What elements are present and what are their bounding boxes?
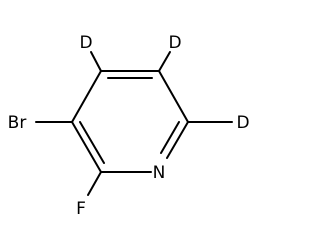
bond-c2-c3-inner [79, 121, 105, 164]
atom-label-bromine: Br [8, 113, 27, 133]
atom-label-deuterium-c4: D [79, 33, 92, 53]
atom-label-deuterium-c5: D [168, 33, 181, 53]
bond-c4-d [90, 51, 102, 72]
bond-c2-c3 [71, 121, 102, 173]
bond-c6-n [166, 121, 189, 159]
bond-c2-f [87, 171, 102, 196]
atom-label-fluorine: F [76, 199, 86, 219]
bond-c5-d [158, 51, 171, 72]
bond-layer [35, 51, 233, 196]
bond-c5-c6 [158, 70, 189, 123]
bond-c6-n-inner [160, 121, 180, 154]
atom-label-layer: D D Br D N F [8, 33, 250, 219]
atom-label-nitrogen: N [153, 163, 166, 183]
molecule-structure: D D Br D N F [8, 33, 250, 219]
atom-label-deuterium-c6: D [236, 113, 249, 133]
bond-c3-c4 [71, 70, 102, 123]
